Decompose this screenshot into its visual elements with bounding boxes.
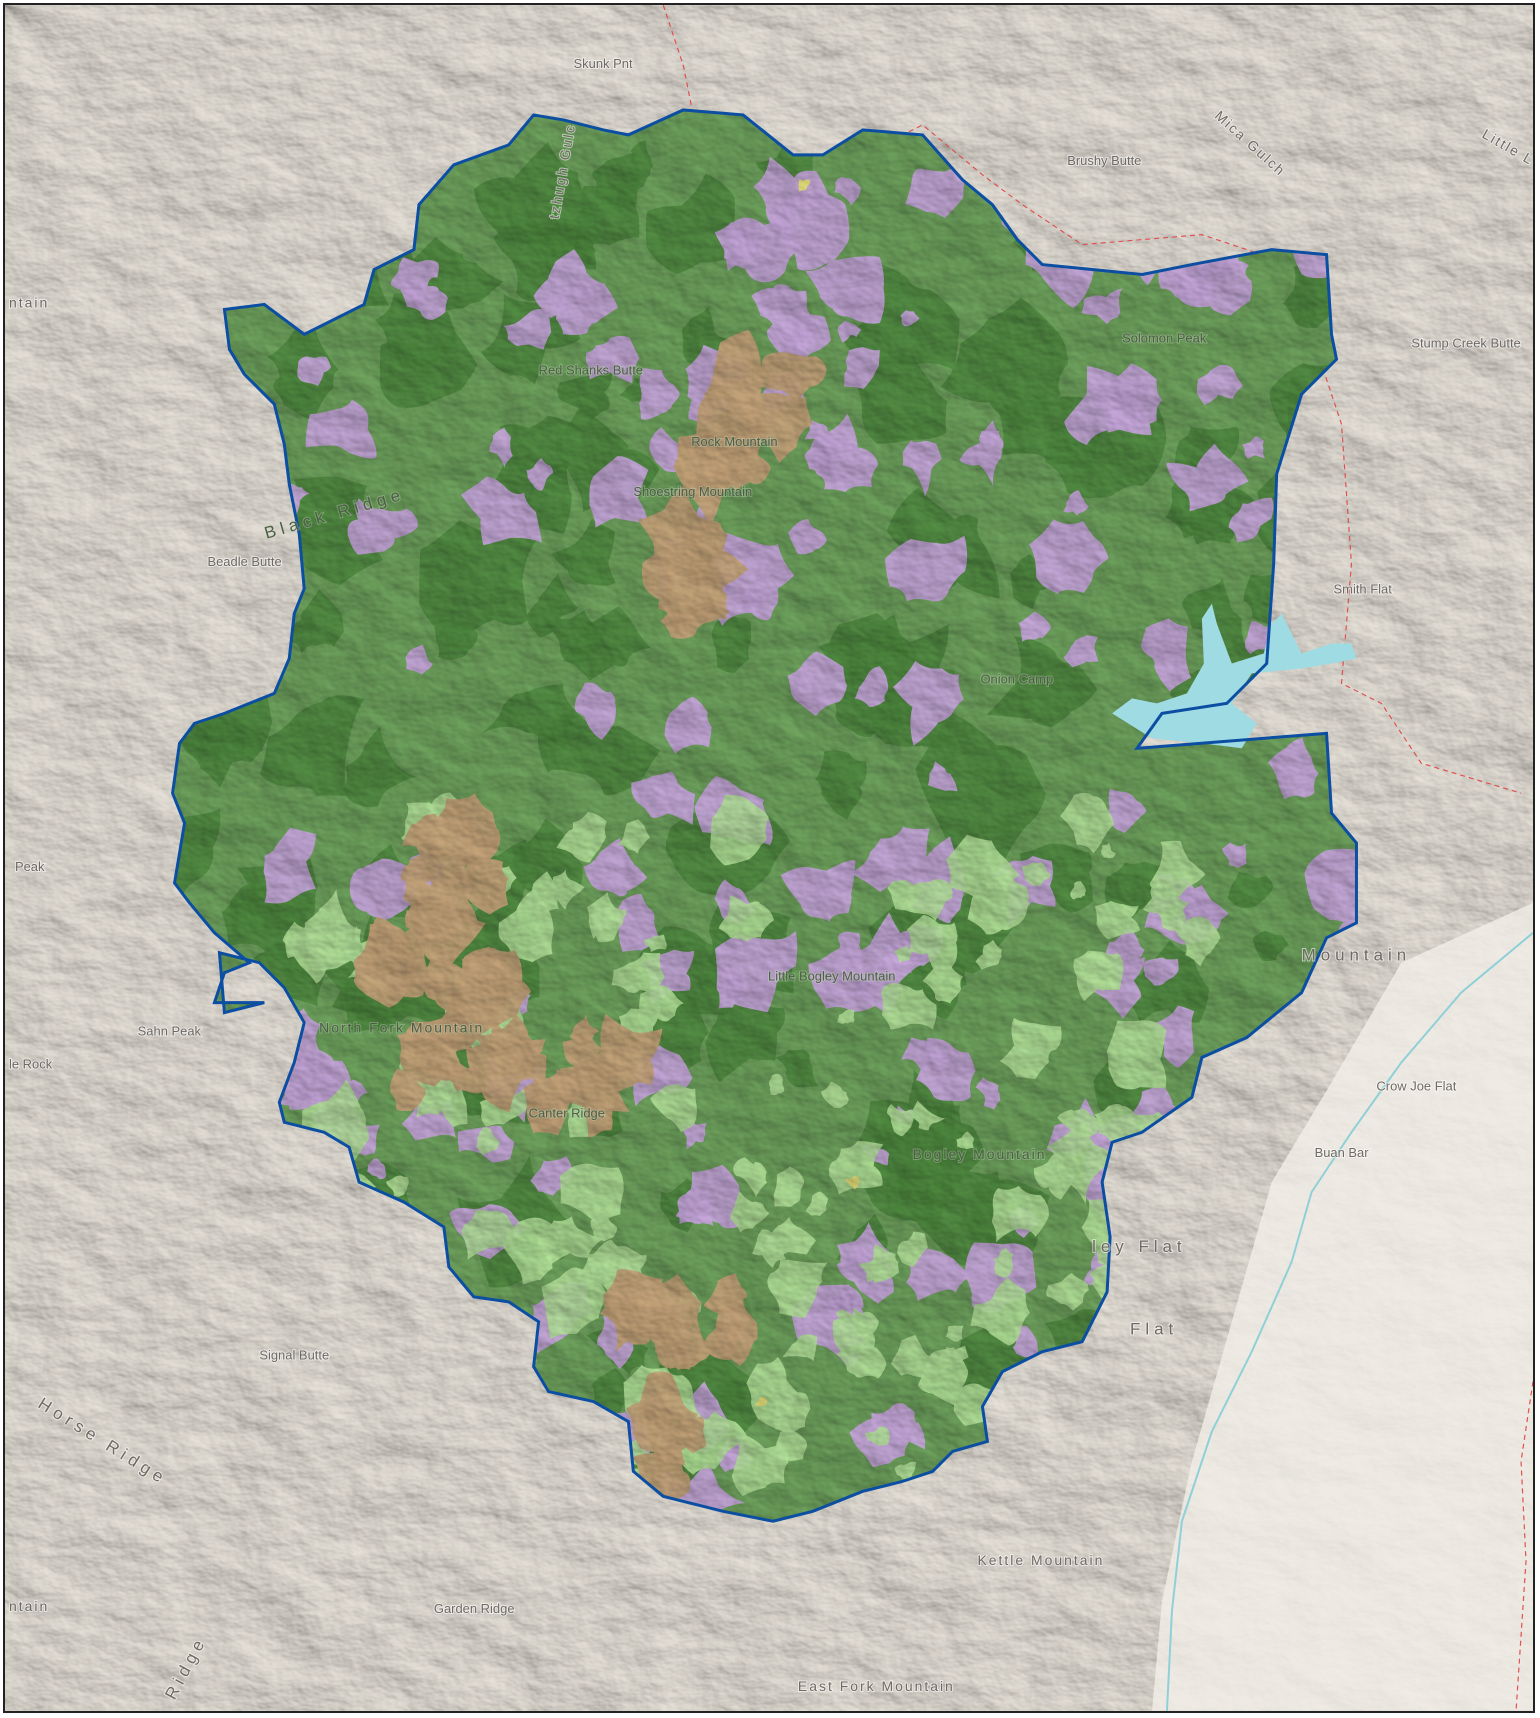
vegetation-map[interactable]: Skunk Pnt Brushy Butte Mica Gulch Little… (5, 5, 1533, 1711)
label-little-bogley-mountain: Little Bogley Mountain (768, 969, 895, 984)
label-mountain-right: Mountain (1302, 946, 1412, 965)
label-brushy-butte: Brushy Butte (1067, 153, 1141, 168)
label-beadle-butte: Beadle Butte (207, 554, 281, 569)
label-ntain-left: ntain (9, 294, 49, 310)
label-east-fork-mountain: East Fork Mountain (798, 1678, 955, 1694)
label-crow-joe-flat: Crow Joe Flat (1376, 1078, 1456, 1093)
river-valley (1151, 902, 1533, 1711)
label-red-shanks-butte: Red Shanks Butte (539, 362, 643, 377)
label-shoestring-mountain: Shoestring Mountain (633, 484, 752, 499)
label-stump-creek-butte: Stump Creek Butte (1411, 335, 1520, 350)
label-kettle-mountain: Kettle Mountain (977, 1552, 1104, 1568)
label-bogley-mountain: Bogley Mountain (913, 1146, 1047, 1162)
label-rock: le Rock (9, 1056, 53, 1071)
label-solomon-peak: Solomon Peak (1122, 330, 1207, 345)
label-buan-bar: Buan Bar (1315, 1145, 1370, 1160)
label-onion-camp: Onion Camp (980, 671, 1053, 686)
label-ntain-bottom-left: ntain (9, 1598, 49, 1614)
admin-boundary-line-2 (1515, 1381, 1533, 1711)
label-skunk-point: Skunk Pnt (574, 56, 633, 71)
label-smith-flat: Smith Flat (1334, 582, 1393, 597)
label-sahn-peak: Sahn Peak (138, 1024, 202, 1039)
label-flat-lower: Flat (1130, 1320, 1178, 1339)
label-garden-ridge: Garden Ridge (434, 1601, 515, 1616)
label-peak: Peak (15, 859, 45, 874)
admin-boundary-line (662, 5, 1522, 794)
label-north-fork-mountain: North Fork Mountain (319, 1020, 484, 1036)
label-canter-ridge: Canter Ridge (529, 1105, 605, 1120)
map-frame: Skunk Pnt Brushy Butte Mica Gulch Little… (3, 3, 1535, 1713)
label-signal-butte: Signal Butte (259, 1348, 329, 1363)
label-ley-flat: ley Flat (1092, 1237, 1187, 1256)
label-rock-mountain: Rock Mountain (691, 434, 777, 449)
river-line (1165, 932, 1533, 1711)
